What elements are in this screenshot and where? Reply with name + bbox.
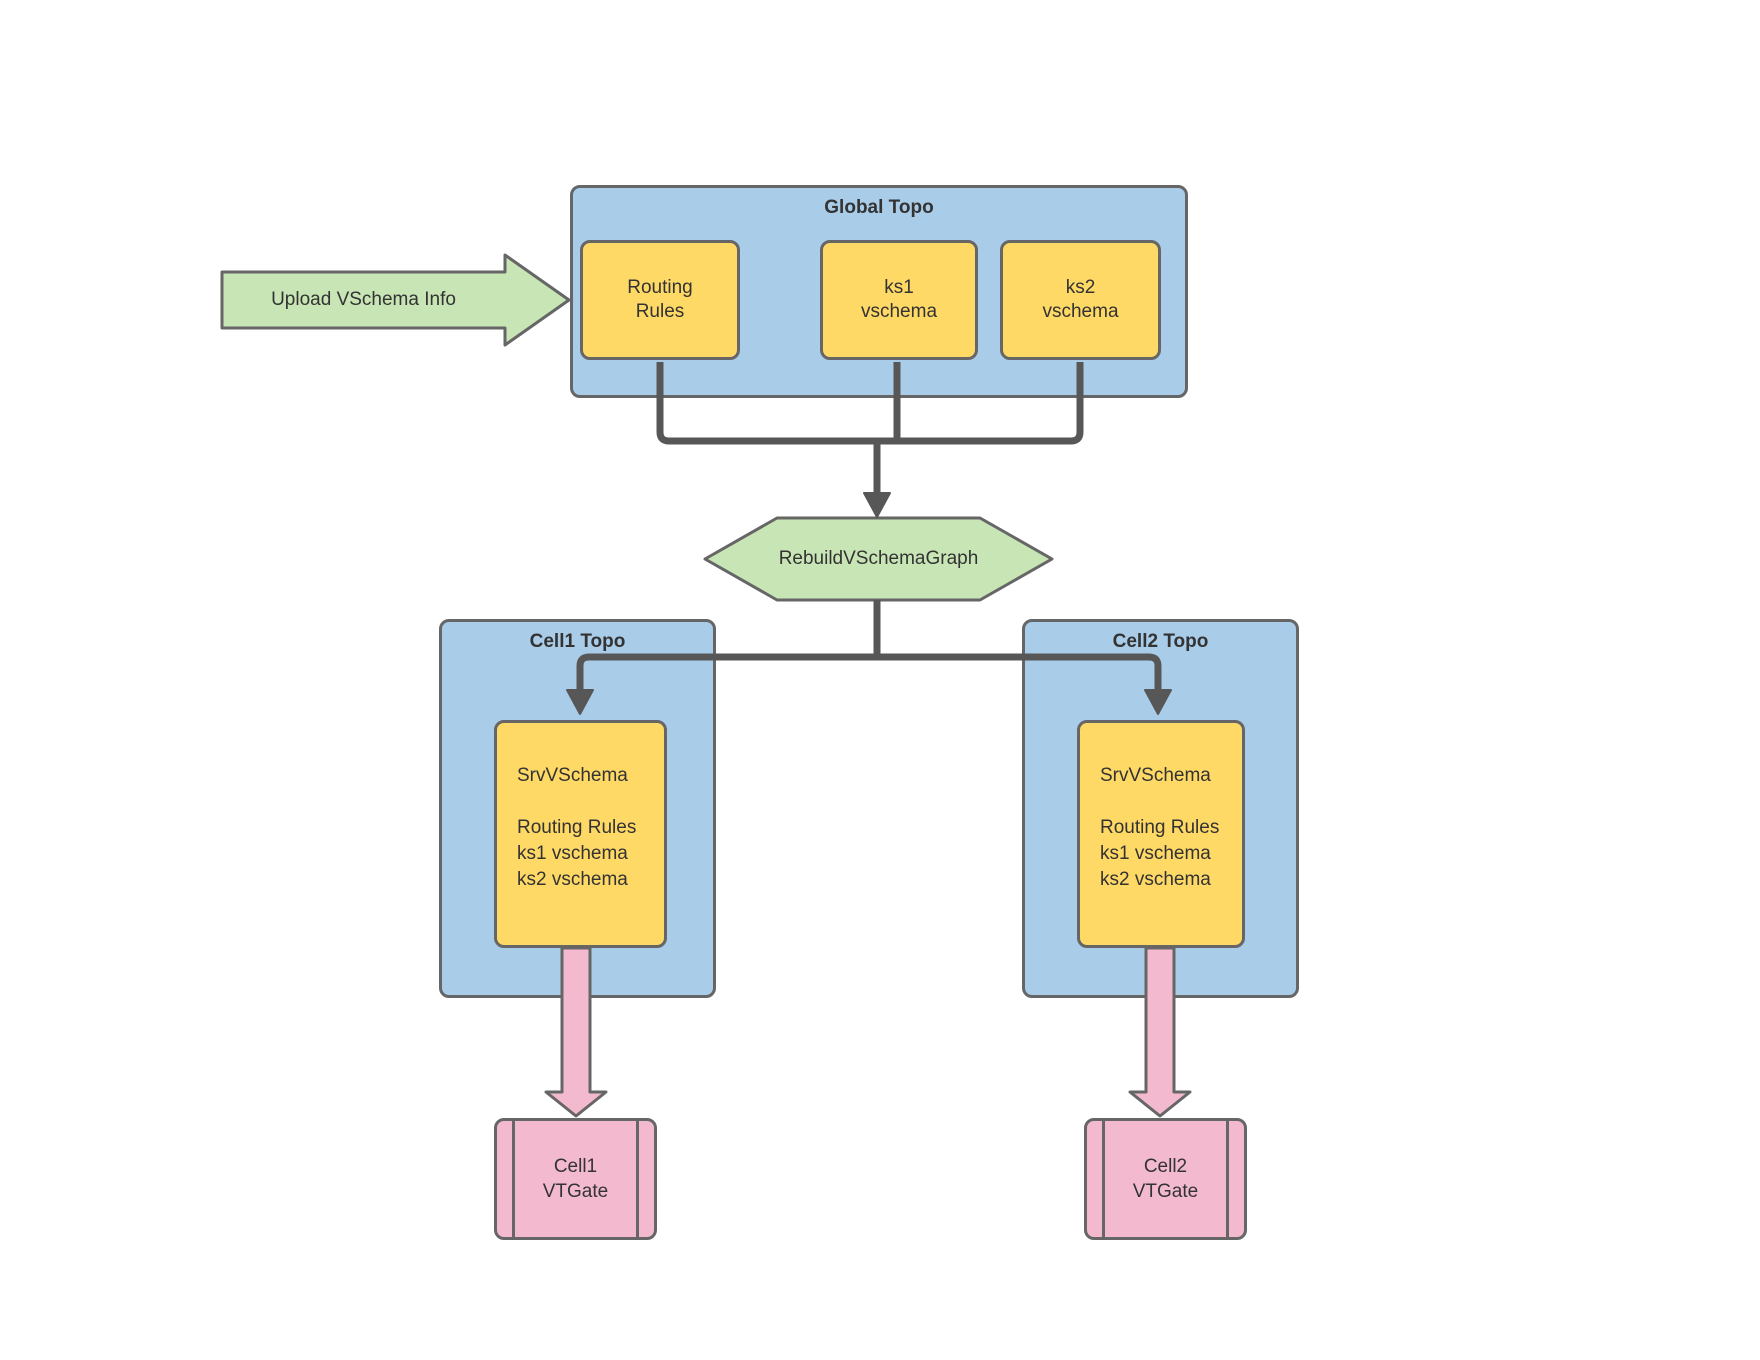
cell1-srvvschema-node: SrvVSchema Routing Rules ks1 vschema ks2…	[494, 720, 667, 948]
global-topo-title: Global Topo	[824, 197, 934, 218]
cell1-srv-line-4: ks1 vschema	[517, 843, 628, 864]
upload-arrow-icon	[220, 253, 571, 347]
cell2-srv-line-1: SrvVSchema	[1100, 765, 1211, 786]
cell2-srv-line-2	[1100, 789, 1236, 815]
ks2-vschema-node: ks2 vschema	[1000, 240, 1161, 360]
ks1-vschema-label: ks1 vschema	[860, 277, 938, 322]
ks2-vschema-label: ks2 vschema	[1042, 277, 1119, 322]
cell2-vtgate-label: Cell2 VTGate	[1132, 1156, 1199, 1202]
upload-arrow-label: Upload VSchema Info	[271, 289, 456, 310]
cell1-srv-line-3: Routing Rules	[517, 817, 637, 838]
ks1-vschema-node: ks1 vschema	[820, 240, 978, 360]
rebuild-hexagon-shape	[703, 516, 1054, 602]
cell1-srv-line-1: SrvVSchema	[517, 765, 628, 786]
cell1-vtgate-node: Cell1 VTGate	[494, 1118, 657, 1240]
routing-rules-label: Routing Rules	[627, 277, 693, 322]
cell2-srv-line-3: Routing Rules	[1100, 817, 1220, 838]
cell2-srv-line-4: ks1 vschema	[1100, 843, 1211, 864]
cell1-srv-line-2	[517, 789, 658, 815]
cell2-srv-line-5: ks2 vschema	[1100, 869, 1211, 890]
cell1-topo-title: Cell1 Topo	[529, 631, 626, 652]
cell2-vtgate-node: Cell2 VTGate	[1084, 1118, 1247, 1240]
cell2-srvvschema-node: SrvVSchema Routing Rules ks1 vschema ks2…	[1077, 720, 1245, 948]
rebuild-hexagon-label: RebuildVSchemaGraph	[778, 548, 979, 569]
cell1-vtgate-label: Cell1 VTGate	[542, 1156, 609, 1202]
cell1-srv-line-5: ks2 vschema	[517, 869, 628, 890]
arrowhead-to-rebuild-icon	[863, 492, 891, 518]
routing-rules-node: Routing Rules	[580, 240, 740, 360]
cell2-topo-title: Cell2 Topo	[1112, 631, 1209, 652]
